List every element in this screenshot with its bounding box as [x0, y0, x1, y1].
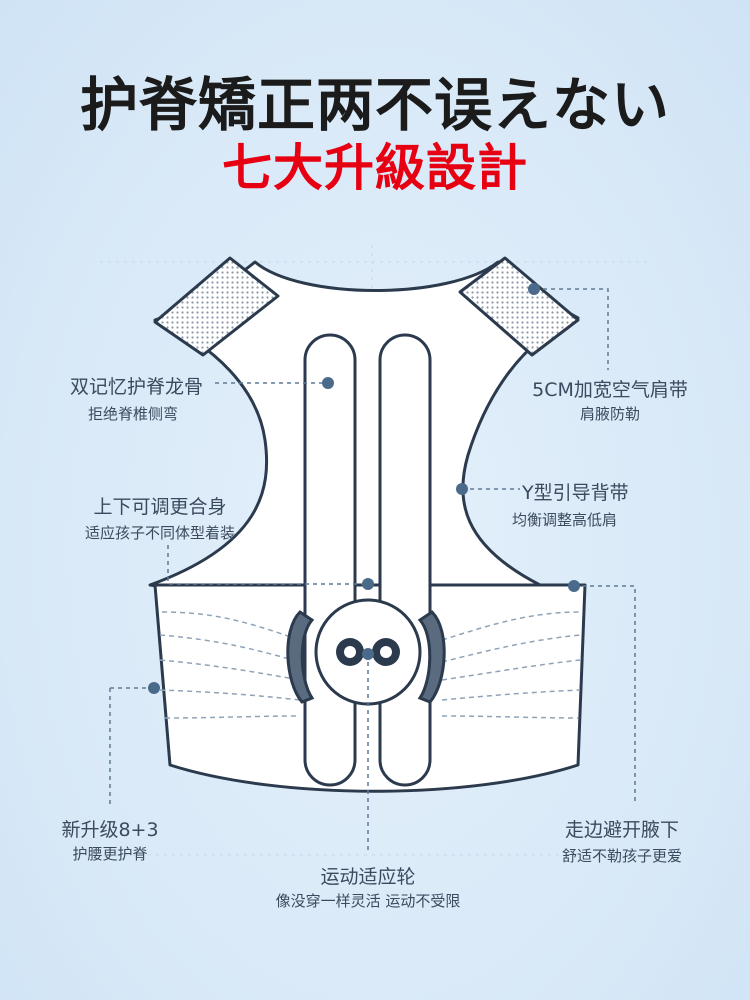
spine-bones-desc: 拒绝脊椎侧弯 — [87, 405, 178, 423]
belt-stitching — [159, 611, 581, 719]
right-shoulder-strap — [458, 256, 580, 357]
leader-lines — [109, 288, 636, 850]
shoulder-strap-title: 5CM加宽空气肩带 — [532, 379, 688, 401]
wheel-title: 运动适应轮 — [320, 866, 416, 888]
back-panel — [148, 260, 580, 602]
waist-upgrade-title: 新升级8+3 — [61, 819, 159, 841]
left-shoulder-strap — [153, 256, 280, 357]
y-back-title: Y型引导背带 — [522, 482, 629, 504]
side-cut-desc: 舒适不勒孩子更爱 — [561, 847, 683, 865]
adjustable-title: 上下可调更合身 — [93, 496, 227, 518]
background-guides — [100, 245, 650, 856]
wheel-desc: 像没穿一样灵活 运动不受限 — [275, 892, 461, 910]
right-buckle — [417, 610, 446, 704]
side-cut-title: 走边避开腋下 — [564, 819, 680, 841]
right-spine-bone — [378, 333, 432, 787]
y-back-desc: 均衡调整高低肩 — [512, 511, 618, 529]
right-gear-icon — [372, 638, 400, 666]
headline: 护脊矯正两不误えない — [79, 71, 670, 139]
callout-dots — [148, 283, 580, 694]
left-gear-icon — [336, 638, 364, 666]
adjustable-desc: 适应孩子不同体型着装 — [84, 524, 236, 542]
waist-upgrade-desc: 护腰更护脊 — [72, 845, 148, 863]
left-spine-bone — [303, 333, 357, 787]
shoulder-strap-desc: 肩腋防勒 — [579, 405, 641, 423]
subheadline: 七大升級設計 — [222, 139, 528, 197]
left-buckle — [286, 610, 315, 704]
spine-bones-title: 双记忆护脊龙骨 — [69, 376, 203, 398]
